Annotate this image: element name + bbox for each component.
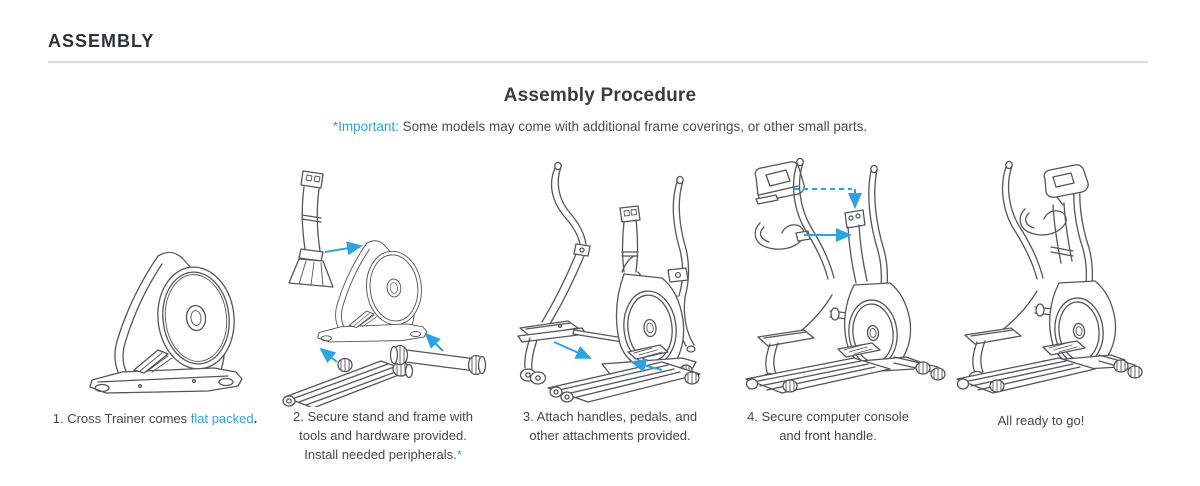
procedure-title: Assembly Procedure: [503, 85, 697, 106]
section-divider: [48, 61, 1148, 63]
secure-console-icon: [745, 157, 946, 394]
caption-line: 4. Secure computer console: [747, 409, 909, 424]
caption-line: other attachments provided.: [529, 428, 691, 443]
step-1-caption: 1. Cross Trainer comes flat packed.: [40, 409, 270, 428]
caption-line-text: Install needed peripherals.: [304, 447, 457, 462]
caption-line: 2. Secure stand and frame with: [293, 409, 473, 424]
step-4-caption: 4. Secure computer console and front han…: [728, 407, 928, 445]
caption-line: All ready to go!: [997, 413, 1085, 428]
fully-assembled-icon: [956, 160, 1143, 394]
step-1-illustration: [78, 250, 253, 398]
step-1-caption-period: .: [253, 411, 258, 426]
cross-trainer-flat-packed-icon: [89, 251, 243, 394]
step-3-caption: 3. Attach handles, pedals, and other att…: [510, 407, 710, 445]
step-3-illustration: [510, 156, 715, 406]
step-5-illustration: [953, 155, 1143, 405]
step-1-caption-highlight: flat packed: [190, 411, 254, 426]
step-4-illustration: [742, 155, 952, 405]
important-label: *Important:: [332, 119, 399, 134]
step-2-illustration: [273, 165, 488, 407]
attach-handles-pedals-icon: [517, 161, 701, 403]
secure-stand-frame-icon: [282, 170, 487, 407]
caption-line: and front handle.: [779, 428, 877, 443]
important-note: *Important: Some models may come with ad…: [0, 119, 1200, 134]
important-text: Some models may come with additional fra…: [398, 119, 868, 134]
step-5-caption: All ready to go!: [941, 411, 1141, 430]
section-heading: ASSEMBLY: [48, 31, 155, 51]
step-1-caption-text: 1. Cross Trainer comes: [52, 411, 191, 426]
footnote-mark: *: [456, 447, 462, 462]
step-2-caption: 2. Secure stand and frame with tools and…: [283, 407, 483, 464]
caption-line: Install needed peripherals.*: [283, 445, 483, 464]
caption-line: 3. Attach handles, pedals, and: [522, 409, 698, 424]
caption-line: tools and hardware provided.: [299, 428, 467, 443]
